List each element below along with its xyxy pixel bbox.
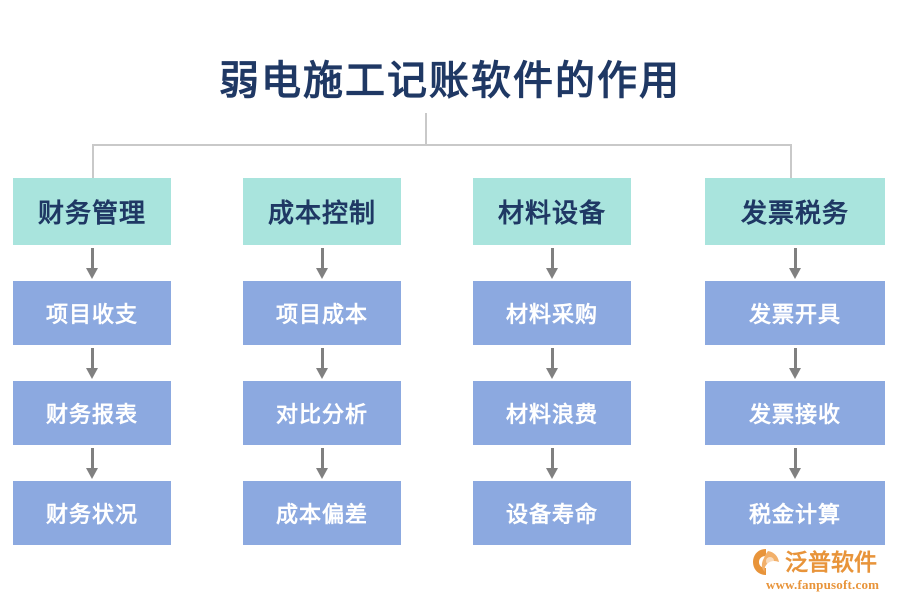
- arrow-down-icon: [473, 245, 631, 281]
- arrow-down-icon: [243, 345, 401, 381]
- arrow-down-icon: [243, 445, 401, 481]
- step-node[interactable]: 材料浪费: [473, 381, 631, 445]
- fanpu-swoosh-icon: [753, 549, 779, 575]
- arrow-down-icon: [473, 445, 631, 481]
- arrow-down-icon: [705, 445, 885, 481]
- connector-stem: [425, 113, 427, 145]
- arrow-down-icon: [13, 445, 171, 481]
- connector-drop-left: [92, 144, 94, 179]
- branch-header-3[interactable]: 材料设备: [473, 178, 631, 245]
- step-node[interactable]: 项目成本: [243, 281, 401, 345]
- step-node[interactable]: 税金计算: [705, 481, 885, 545]
- brand-logo[interactable]: 泛普软件 www.fanpusoft.com: [752, 548, 894, 592]
- connector-horizontal-bar: [92, 144, 792, 146]
- step-node[interactable]: 发票开具: [705, 281, 885, 345]
- logo-row: 泛普软件: [752, 548, 877, 576]
- branch-column-3: 材料设备 材料采购 材料浪费 设备寿命: [473, 178, 631, 545]
- logo-wordmark: 泛普软件: [785, 549, 877, 575]
- page-title: 弱电施工记账软件的作用: [219, 58, 681, 103]
- arrow-down-icon: [13, 345, 171, 381]
- step-node[interactable]: 对比分析: [243, 381, 401, 445]
- arrow-down-icon: [473, 345, 631, 381]
- arrow-down-icon: [705, 245, 885, 281]
- branch-column-4: 发票税务 发票开具 发票接收 税金计算: [705, 178, 885, 545]
- arrow-down-icon: [705, 345, 885, 381]
- branch-header-2[interactable]: 成本控制: [243, 178, 401, 245]
- branch-column-1: 财务管理 项目收支 财务报表 财务状况: [13, 178, 171, 545]
- step-node[interactable]: 材料采购: [473, 281, 631, 345]
- step-node[interactable]: 设备寿命: [473, 481, 631, 545]
- branch-header-4[interactable]: 发票税务: [705, 178, 885, 245]
- step-node[interactable]: 发票接收: [705, 381, 885, 445]
- branch-column-2: 成本控制 项目成本 对比分析 成本偏差: [243, 178, 401, 545]
- arrow-down-icon: [243, 245, 401, 281]
- step-node[interactable]: 财务状况: [13, 481, 171, 545]
- connector-drop-right: [790, 144, 792, 179]
- logo-url: www.fanpusoft.com: [766, 577, 880, 592]
- arrow-down-icon: [13, 245, 171, 281]
- step-node[interactable]: 项目收支: [13, 281, 171, 345]
- step-node[interactable]: 财务报表: [13, 381, 171, 445]
- step-node[interactable]: 成本偏差: [243, 481, 401, 545]
- branch-header-1[interactable]: 财务管理: [13, 178, 171, 245]
